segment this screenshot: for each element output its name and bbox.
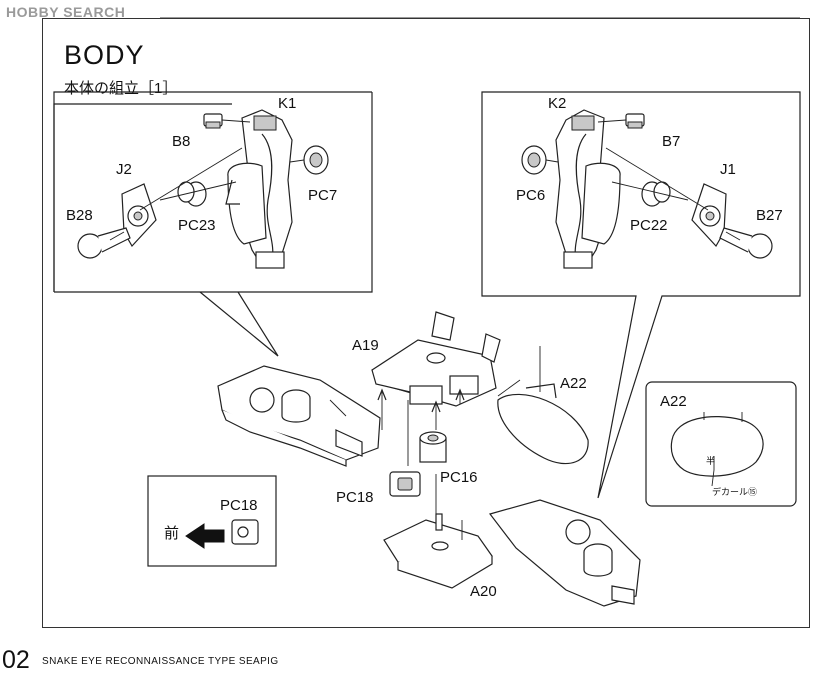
section-title: BODY [64,40,145,70]
a22-detail-box [645,381,797,507]
pc18-part [389,471,421,497]
left-callout-tail [199,291,279,357]
page-number: 02 [2,646,30,674]
label-pc16: PC16 [440,469,478,486]
pc16-part [419,431,447,463]
b8-part [203,113,223,129]
label-pc22: PC22 [630,217,668,234]
label-pc7: PC7 [308,187,338,204]
pc6-part [521,145,547,175]
label-j2: J2 [116,161,132,178]
right-callout-box [481,91,801,499]
label-front: 前 [164,525,180,542]
label-pc23: PC23 [178,217,216,234]
watermark: HOBBY SEARCH [6,4,126,20]
label-k2: K2 [548,95,567,112]
front-arrow-icon [185,523,225,549]
a22-detail-part [670,416,764,477]
watermark-rule [160,17,800,18]
label-decal: デカール⑮ [712,487,758,497]
label-a22: A22 [560,375,587,392]
footer-title: SNAKE EYE RECONNAISSANCE TYPE SEAPIG [42,656,279,667]
b27-part [719,227,773,259]
a19-part [371,311,501,407]
label-pc6: PC6 [516,187,546,204]
pc22-part [641,181,671,207]
label-a19: A19 [352,337,379,354]
label-b28: B28 [66,207,93,224]
section-frame [42,18,810,628]
right-hull-part [488,499,641,607]
svg-text:半: 半 [706,455,715,466]
label-b7: B7 [662,133,681,150]
label-b8: B8 [172,133,191,150]
label-pc18: PC18 [336,489,374,506]
pc7-part [303,145,329,175]
a20-part [383,513,493,589]
label-a20: A20 [470,583,497,600]
label-k1: K1 [278,95,297,112]
k2-part [555,109,621,269]
k1-part [225,109,293,269]
j1-part [691,183,727,248]
section-subtitle: 本体の組立［1］ [64,80,178,97]
b28-part [77,227,131,259]
pc18-inset-box [147,475,277,567]
left-callout-box [53,91,372,292]
label-detail-a22: A22 [660,393,687,410]
a22-part [497,383,589,465]
left-hull-part [217,365,381,467]
label-b27: B27 [756,207,783,224]
pc23-part [177,181,207,207]
b7-part [625,113,645,129]
j2-part [121,183,157,248]
label-j1: J1 [720,161,736,178]
label-inset-pc18: PC18 [220,497,258,514]
